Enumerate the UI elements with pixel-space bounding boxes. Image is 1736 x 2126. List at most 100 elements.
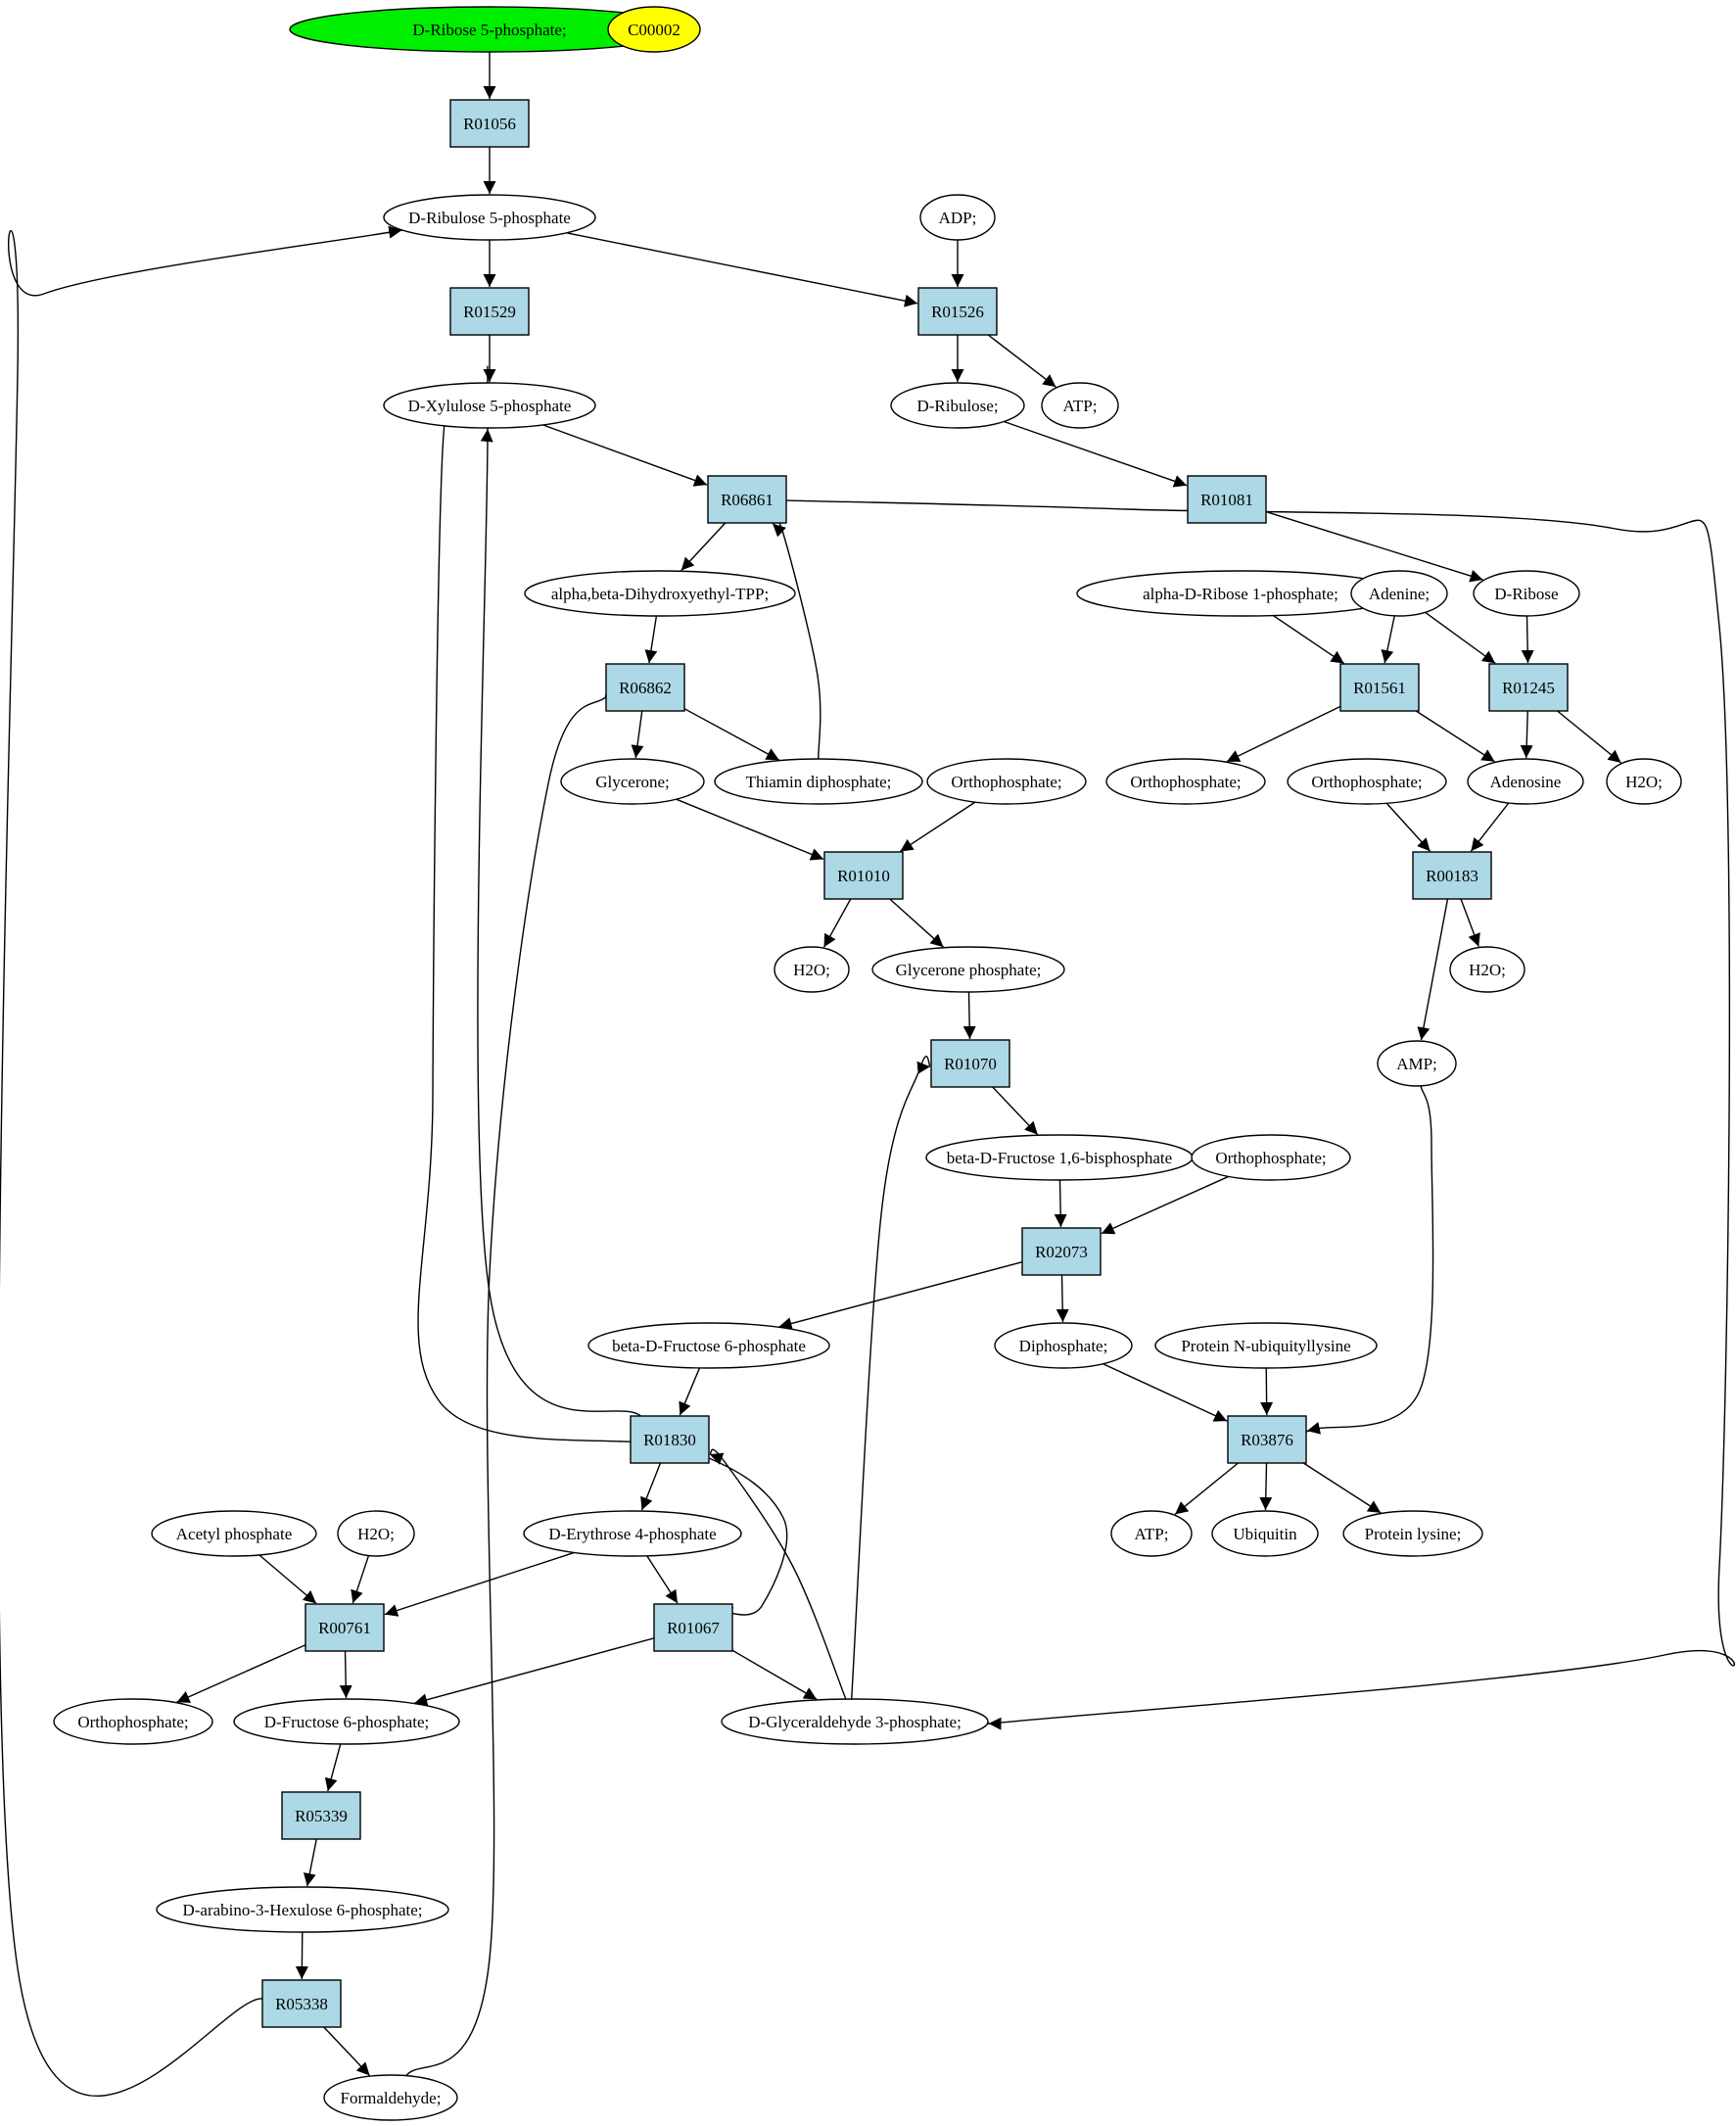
edge-glyceronep-to-r01070 (962, 991, 976, 1040)
compound-node-h2o2: H2O; (774, 946, 850, 993)
compound-node-fbp: beta-D-Fructose 1,6-bisphosphate (925, 1134, 1194, 1181)
compound-node-diphosphate: Diphosphate; (994, 1322, 1133, 1369)
compound-node-h2o3: H2O; (1449, 946, 1525, 993)
compound-ellipse (156, 1886, 449, 1933)
node-label: D-Ribulose; (916, 397, 998, 415)
edge-r01081-to-dribose (1265, 510, 1483, 583)
edge-hexulose6p-to-r05338 (295, 1931, 308, 1980)
reaction-box (1021, 1227, 1102, 1276)
reaction-box (1187, 475, 1267, 524)
compound-ellipse (1041, 382, 1119, 429)
edge-ribulose5p-to-r01526 (566, 232, 918, 307)
node-label: Protein lysine; (1365, 1525, 1462, 1543)
node-label: H2O; (1469, 961, 1506, 979)
node-label: R02073 (1035, 1243, 1088, 1261)
edge-orthop1-to-r01010 (899, 801, 976, 853)
edge-r03876-to-atp2 (1174, 1462, 1239, 1515)
reaction-node-r00761: R00761 (305, 1603, 385, 1652)
node-label: Glycerone phosphate; (896, 961, 1042, 979)
node-label: Orthophosphate; (1311, 773, 1422, 791)
edge-r06862-to-thiamin (683, 708, 780, 761)
reaction-box (653, 1603, 733, 1652)
node-label: D-Ribulose 5-phosphate (408, 209, 571, 227)
reaction-box (1412, 851, 1492, 900)
node-label: R05338 (275, 1995, 328, 2013)
compound-node-ribulose5p: D-Ribulose 5-phosphate (383, 194, 596, 241)
node-label: R01081 (1200, 491, 1253, 509)
compound-node-g3p: D-Glyceraldehyde 3-phosphate; (721, 1698, 989, 1745)
compound-node-f6p: D-Fructose 6-phosphate; (233, 1698, 460, 1745)
reaction-box (1339, 663, 1420, 712)
edge-r01561-to-orthop2 (1226, 705, 1341, 763)
node-label: R00183 (1426, 867, 1478, 885)
node-label: D-Fructose 6-phosphate; (264, 1713, 430, 1731)
compound-ellipse (151, 1510, 317, 1557)
edge-ribulose-to-r01081 (1004, 420, 1188, 488)
compound-ellipse (523, 1510, 742, 1557)
reaction-box (707, 475, 787, 524)
compound-node-atp2: ATP; (1110, 1510, 1193, 1557)
edge-r01010-to-glyceronep (889, 898, 944, 948)
reaction-node-r01529: R01529 (449, 287, 530, 336)
compound-node-glyceronep: Glycerone phosphate; (871, 946, 1065, 993)
reaction-node-r01056: R01056 (449, 99, 530, 148)
node-label: ATP; (1063, 397, 1098, 415)
compound-node-ubiqlys: Protein N-ubiquityllysine (1154, 1322, 1378, 1369)
node-label: R01830 (643, 1431, 696, 1449)
compound-node-amp: AMP; (1377, 1040, 1457, 1087)
reaction-box (281, 1791, 361, 1840)
edge-erythrose4p-to-r01067 (646, 1555, 679, 1604)
reaction-box (449, 99, 530, 148)
compound-ellipse (1606, 758, 1682, 805)
reaction-box (261, 1979, 342, 2028)
edge-r00183-to-h2o3 (1460, 898, 1480, 947)
compound-node-c00002: C00002 (607, 6, 701, 53)
node-label: R01010 (837, 867, 890, 885)
reaction-node-r01010: R01010 (823, 851, 904, 900)
compound-ellipse (1342, 1510, 1483, 1557)
edge-r01067-to-g3p (731, 1649, 818, 1701)
edge-g3p-to-r01830 (709, 1448, 847, 1700)
node-label: R00761 (318, 1619, 371, 1637)
node-label: Diphosphate; (1019, 1337, 1108, 1355)
compound-ellipse (1467, 758, 1584, 805)
reaction-box (605, 663, 685, 712)
edge-glycerone-to-r01010 (676, 798, 824, 861)
compound-node-erythrose4p: D-Erythrose 4-phosphate (523, 1510, 742, 1557)
node-label: R06861 (721, 491, 774, 509)
edge-ubiqlys-to-r03876 (1260, 1367, 1274, 1416)
compound-node-ribulose: D-Ribulose; (890, 382, 1025, 429)
node-label: Thiamin diphosphate; (746, 773, 892, 791)
reaction-box (305, 1603, 385, 1652)
edge-r05338-to-ribulose5p (0, 225, 425, 2098)
compound-node-adenosine: Adenosine (1467, 758, 1584, 805)
node-label: Orthophosphate; (77, 1713, 188, 1731)
edge-r06861-to-dihydroxyethyltpp (680, 522, 727, 572)
node-label: Formaldehyde; (341, 2089, 442, 2107)
edge-diphosphate-to-r03876 (1103, 1363, 1228, 1422)
edge-r01245-to-h2o1 (1557, 710, 1621, 764)
compound-ellipse (323, 2074, 458, 2121)
edge-adenine-to-r01561 (1381, 615, 1395, 664)
node-label: R01529 (463, 303, 516, 321)
edge-r00761-to-orthop5 (176, 1644, 306, 1703)
edge-r05338-to-formaldehyde (323, 2026, 371, 2076)
edge-r01067-to-f6p (414, 1637, 655, 1707)
node-label: H2O; (793, 961, 830, 979)
node-label: AMP; (1396, 1055, 1437, 1073)
edge-f6p-to-r05339 (324, 1743, 342, 1792)
reaction-node-r01830: R01830 (630, 1415, 710, 1464)
node-label: C00002 (628, 21, 680, 39)
edge-r06861-to-g3p (785, 499, 1735, 1731)
compound-ellipse (774, 946, 850, 993)
edge-r01561-to-adenosine (1415, 710, 1495, 763)
compound-ellipse (607, 6, 701, 53)
edge-h2o4-to-r00761 (351, 1555, 370, 1604)
edge-layer (0, 52, 1735, 2098)
compound-ellipse (1473, 570, 1580, 617)
compound-node-orthop1: Orthophosphate; (926, 758, 1087, 805)
compound-ellipse (1287, 758, 1447, 805)
compound-node-ribose5p: D-Ribose 5-phosphate; (289, 6, 690, 53)
